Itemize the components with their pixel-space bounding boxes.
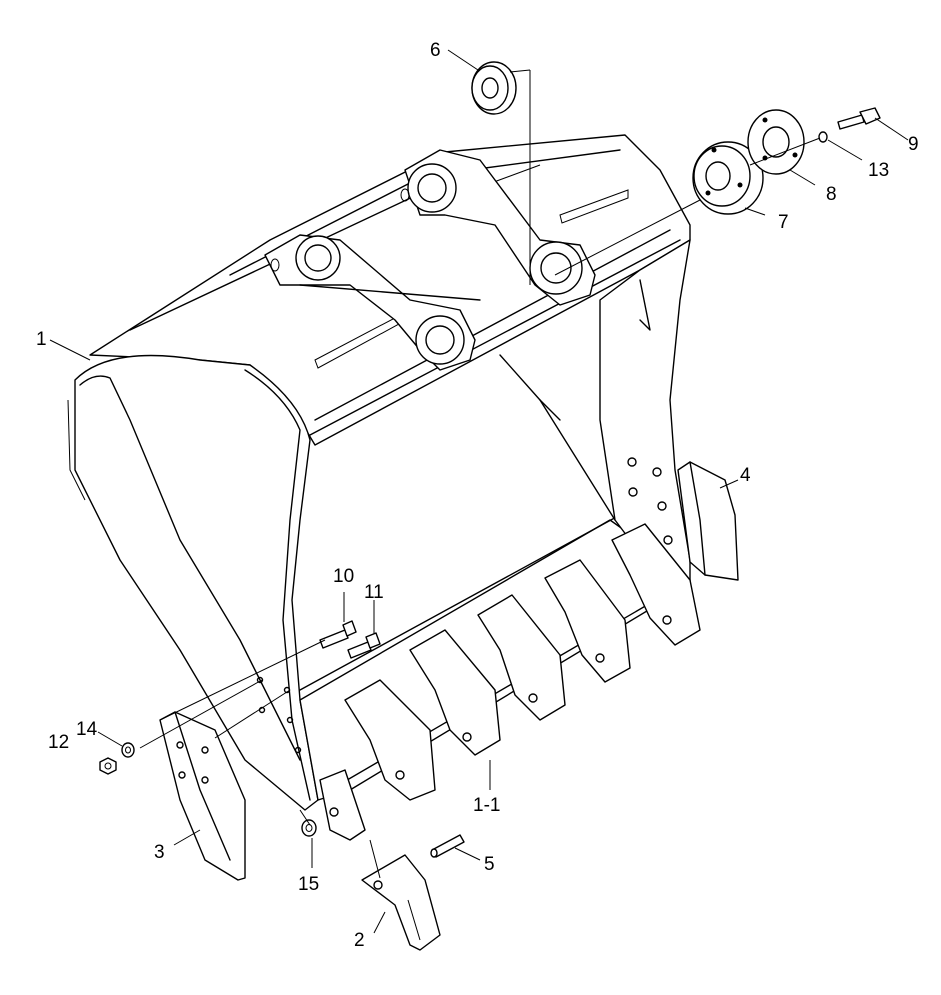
- label-1-1: 1-1: [473, 795, 500, 816]
- label-15: 15: [298, 874, 319, 895]
- tooth-pin: [430, 834, 465, 858]
- side-cutter-left: [159, 711, 246, 881]
- bushing: [471, 61, 517, 115]
- leader-lines: [49, 49, 909, 934]
- label-1: 1: [36, 329, 47, 350]
- label-5: 5: [484, 854, 495, 875]
- label-13: 13: [868, 160, 889, 181]
- end-plate: [747, 109, 805, 175]
- bolts-10-11: [319, 620, 381, 659]
- end-bolt: [837, 107, 881, 130]
- side-cutter-right: [677, 461, 739, 581]
- shim-pack: [692, 141, 764, 215]
- label-9: 9: [908, 134, 919, 155]
- label-6: 6: [430, 40, 441, 61]
- pin-bosses: [264, 149, 596, 371]
- label-11: 11: [364, 582, 384, 603]
- fasteners-small: [99, 131, 828, 837]
- label-10: 10: [333, 566, 354, 587]
- label-4: 4: [740, 465, 751, 486]
- label-2: 2: [354, 930, 365, 951]
- assembly-lines: [139, 69, 821, 879]
- label-12: 12: [48, 732, 69, 753]
- tooth-point: [361, 854, 441, 951]
- part-labels: 1 6 7 8 9 13 4 10 11 1-1 5 2 3 15 12 14: [36, 40, 919, 951]
- label-3: 3: [154, 842, 165, 863]
- tooth-adapters: [319, 523, 701, 841]
- label-7: 7: [778, 212, 789, 233]
- label-8: 8: [826, 184, 837, 205]
- label-14: 14: [76, 719, 98, 740]
